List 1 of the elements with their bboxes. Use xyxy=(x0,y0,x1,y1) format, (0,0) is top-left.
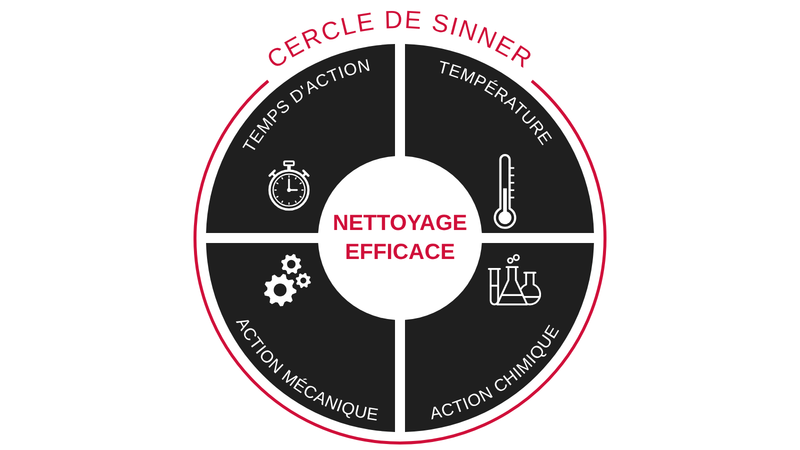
center-label: NETTOYAGE EFFICACE xyxy=(332,209,468,266)
